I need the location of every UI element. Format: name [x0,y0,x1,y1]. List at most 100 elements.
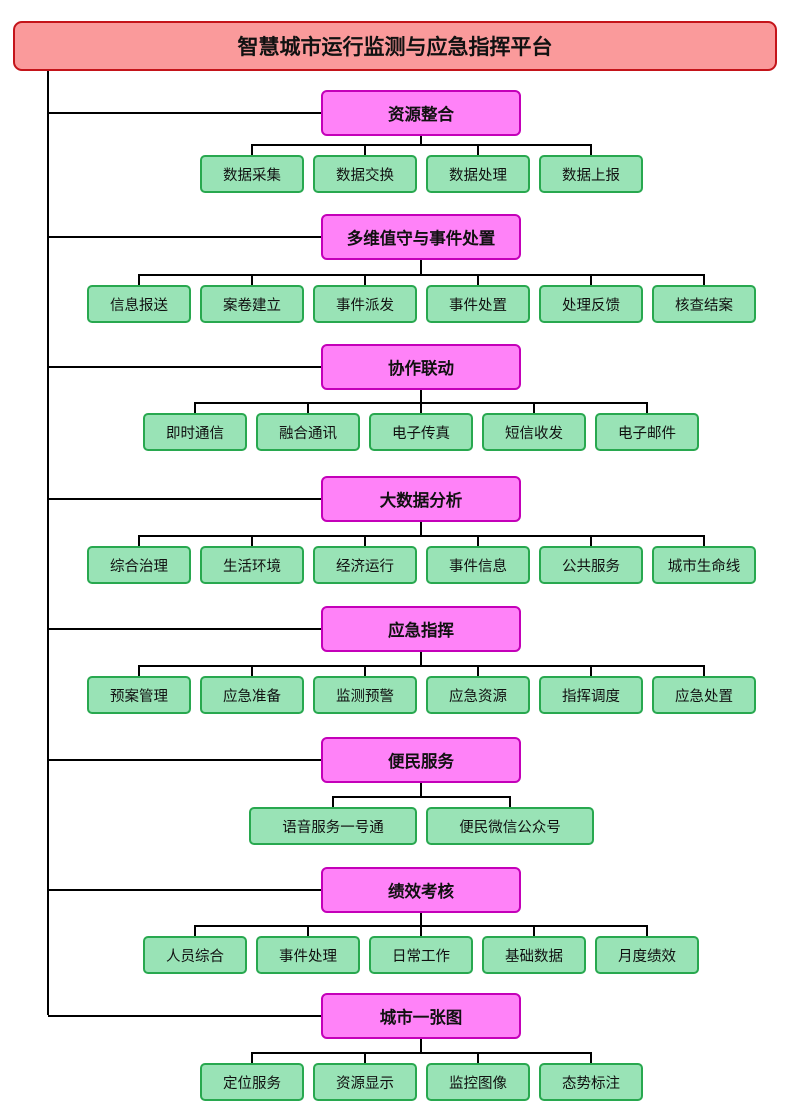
trunk-branch-connector [48,112,321,114]
leaf-drop-connector [509,797,511,807]
category-box: 城市一张图 [321,993,521,1039]
leaf-box: 月度绩效 [595,936,699,974]
leaf-box: 人员综合 [143,936,247,974]
category-stem-connector [420,783,422,798]
leaf-box: 电子传真 [369,413,473,451]
leaf-box: 应急资源 [426,676,530,714]
category-box: 大数据分析 [321,476,521,522]
leaf-box: 信息报送 [87,285,191,323]
category-stem-connector [420,136,422,146]
leaf-drop-connector [703,275,705,285]
leaf-box: 电子邮件 [595,413,699,451]
leaf-box: 基础数据 [482,936,586,974]
leaf-box: 便民微信公众号 [426,807,594,845]
leaf-box: 数据采集 [200,155,304,193]
leaf-box: 综合治理 [87,546,191,584]
leaf-box: 监测预警 [313,676,417,714]
leaf-drop-connector [646,926,648,936]
leaf-drop-connector [646,403,648,413]
leaf-drop-connector [307,403,309,413]
leaf-box: 事件派发 [313,285,417,323]
category-stem-connector [420,390,422,404]
leaf-box: 数据处理 [426,155,530,193]
leaf-box: 语音服务一号通 [249,807,417,845]
leaf-box: 数据交换 [313,155,417,193]
leaf-box: 日常工作 [369,936,473,974]
leaf-drop-connector [477,536,479,546]
leaf-box: 指挥调度 [539,676,643,714]
leaf-drop-connector [251,145,253,155]
leaf-box: 数据上报 [539,155,643,193]
trunk-branch-connector [48,1015,321,1017]
leaf-drop-connector [332,797,334,807]
leaf-box: 生活环境 [200,546,304,584]
leaf-box: 应急处置 [652,676,756,714]
leaf-drop-connector [477,1053,479,1063]
leaf-drop-connector [251,1053,253,1063]
leaf-drop-connector [533,403,535,413]
leaf-box: 融合通讯 [256,413,360,451]
leaf-box: 短信收发 [482,413,586,451]
leaf-box: 资源显示 [313,1063,417,1101]
leaf-box: 定位服务 [200,1063,304,1101]
category-stem-connector [420,913,422,927]
leaf-drop-connector [307,926,309,936]
leaf-drop-connector [420,926,422,936]
leaf-drop-connector [364,536,366,546]
category-stem-connector [420,652,422,667]
leaf-drop-connector [251,536,253,546]
leaf-drop-connector [703,666,705,676]
leaf-drop-connector [194,926,196,936]
category-stem-connector [420,522,422,537]
leaf-drop-connector [364,275,366,285]
trunk-branch-connector [48,628,321,630]
leaf-drop-connector [590,275,592,285]
leaf-drop-connector [364,145,366,155]
leaf-drop-connector [590,1053,592,1063]
leaf-drop-connector [138,536,140,546]
leaf-drop-connector [477,145,479,155]
leaf-drop-connector [194,403,196,413]
leaf-box: 应急准备 [200,676,304,714]
leaf-drop-connector [590,666,592,676]
trunk-branch-connector [48,498,321,500]
trunk-branch-connector [48,236,321,238]
leaf-drop-connector [420,403,422,413]
category-box: 协作联动 [321,344,521,390]
leaf-drop-connector [251,275,253,285]
leaf-box: 案卷建立 [200,285,304,323]
leaf-branch-bar [251,144,592,146]
main-trunk-connector [47,71,49,1015]
leaf-box: 事件信息 [426,546,530,584]
leaf-drop-connector [703,536,705,546]
leaf-branch-bar [138,665,705,667]
leaf-box: 态势标注 [539,1063,643,1101]
category-box: 便民服务 [321,737,521,783]
leaf-box: 事件处置 [426,285,530,323]
leaf-box: 经济运行 [313,546,417,584]
trunk-branch-connector [48,366,321,368]
leaf-box: 事件处理 [256,936,360,974]
trunk-branch-connector [48,759,321,761]
category-box: 资源整合 [321,90,521,136]
leaf-box: 预案管理 [87,676,191,714]
leaf-branch-bar [138,274,705,276]
category-box: 多维值守与事件处置 [321,214,521,260]
leaf-drop-connector [138,666,140,676]
leaf-box: 监控图像 [426,1063,530,1101]
leaf-drop-connector [590,536,592,546]
leaf-branch-bar [251,1052,592,1054]
leaf-branch-bar [332,796,511,798]
leaf-branch-bar [138,535,705,537]
leaf-box: 城市生命线 [652,546,756,584]
leaf-drop-connector [590,145,592,155]
leaf-box: 即时通信 [143,413,247,451]
leaf-drop-connector [533,926,535,936]
leaf-drop-connector [477,666,479,676]
leaf-box: 公共服务 [539,546,643,584]
leaf-drop-connector [251,666,253,676]
trunk-branch-connector [48,889,321,891]
leaf-drop-connector [477,275,479,285]
leaf-drop-connector [364,1053,366,1063]
